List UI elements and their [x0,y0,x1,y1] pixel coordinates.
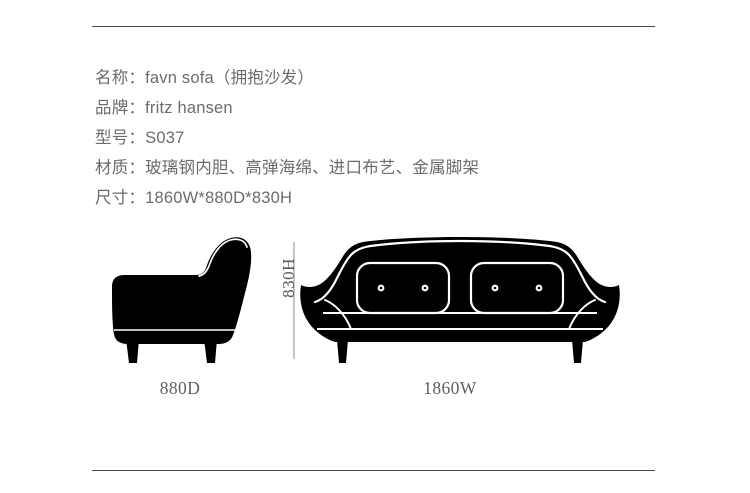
top-divider [92,26,655,27]
sofa-side-view-icon [112,237,252,363]
spec-label-model: 型号 [95,129,129,147]
spec-value-model: S037 [145,129,185,147]
sofa-front-view-icon [300,237,620,363]
height-measure-line [293,242,295,359]
spec-value-name: favn sofa（拥抱沙发） [145,69,315,87]
spec-separator-size: ： [128,189,146,207]
spec-value-brand: fritz hansen [145,99,233,117]
spec-row-name: 名称：favn sofa（拥抱沙发） [95,63,655,93]
spec-separator-brand: ： [128,99,146,117]
width-dimension-label: 1860W [423,378,477,398]
spec-value-material: 玻璃钢内胆、高弹海绵、进口布艺、金属脚架 [145,159,480,177]
spec-label-size: 尺寸 [95,189,129,207]
spec-separator-material: ： [128,159,146,177]
spec-row-size: 尺寸：1860W*880D*830H [95,183,655,213]
depth-dimension-label: 880D [159,378,201,398]
spec-row-model: 型号：S037 [95,123,655,153]
spec-row-brand: 品牌：fritz hansen [95,93,655,123]
spec-list: 名称：favn sofa（拥抱沙发） 品牌：fritz hansen 型号：S0… [95,63,655,213]
spec-label-name: 名称 [95,69,129,87]
bottom-divider [92,470,655,471]
spec-separator-model: ： [128,129,146,147]
spec-separator-name: ： [128,69,146,87]
spec-label-material: 材质 [95,159,129,177]
spec-row-material: 材质：玻璃钢内胆、高弹海绵、进口布艺、金属脚架 [95,153,655,183]
dimension-diagram: 830H [0,230,750,410]
spec-label-brand: 品牌 [95,99,129,117]
spec-value-size: 1860W*880D*830H [145,189,293,207]
